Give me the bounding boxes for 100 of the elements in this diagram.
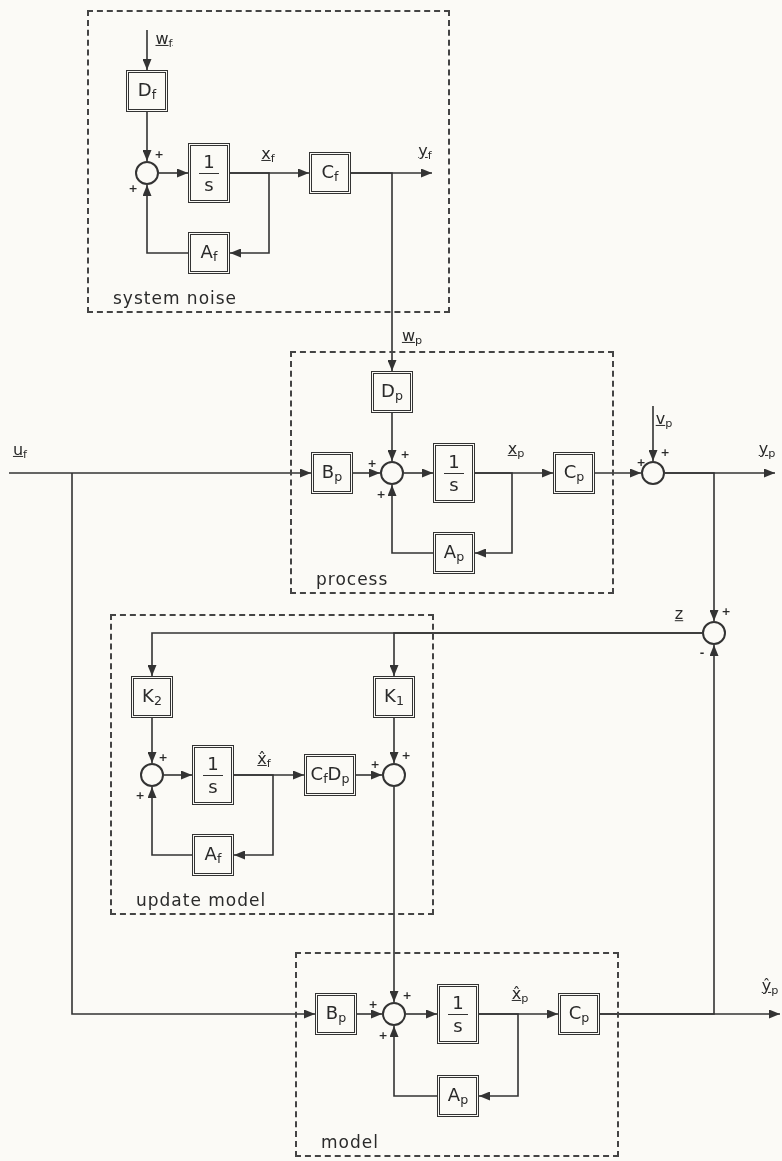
sign-label: + (401, 749, 411, 761)
summing-junction (702, 621, 726, 645)
sign-label: + (135, 789, 145, 801)
signal-arrow (142, 111, 152, 162)
numerator: 1 (199, 152, 219, 174)
signal-arrow (142, 184, 189, 254)
summing-junction (135, 161, 159, 185)
summing-junction (382, 763, 406, 787)
sign-label: + (400, 448, 410, 460)
signal-arrow (142, 29, 152, 71)
transfer-block (192, 834, 234, 876)
numerator: 1 (448, 993, 468, 1015)
transfer-block (558, 993, 600, 1035)
sign-label: + (367, 457, 377, 469)
signal-arrow (389, 717, 399, 764)
signal-arrow (594, 468, 642, 478)
sign-label: + (636, 456, 646, 468)
block-label: A$_{f}$ (200, 242, 218, 264)
numerator: 1 (444, 452, 464, 474)
transfer-block (433, 443, 475, 503)
dashed-group-frame (295, 952, 619, 1157)
transfer-block (304, 754, 356, 796)
sign-label: + (721, 605, 731, 617)
transfer-block (188, 232, 230, 274)
sign-label: - (699, 646, 705, 658)
transfer-block (131, 676, 173, 718)
transfer-block (437, 1075, 479, 1117)
signal-arrow (356, 1009, 383, 1019)
transfer-block (371, 371, 413, 413)
signal-arrow (355, 770, 383, 780)
transfer-block (188, 143, 230, 203)
transfer-block (373, 676, 415, 718)
signal-arrow (474, 472, 513, 558)
sign-label: + (368, 998, 378, 1010)
signal-arrow (599, 1009, 781, 1019)
sign-label: + (370, 758, 380, 770)
signal-label: ŷ$_{p}$ (761, 976, 779, 998)
dashed-group-frame (110, 614, 434, 915)
signal-arrow (478, 1013, 519, 1101)
signal-arrow (389, 632, 703, 677)
block-label: K$_{2}$ (142, 686, 162, 708)
signal-arrow (387, 484, 434, 554)
block-label: B$_{p}$ (325, 1003, 347, 1025)
block-label: K$_{1}$ (384, 686, 404, 708)
block-label: A$_{p}$ (447, 1085, 469, 1107)
transfer-block (315, 993, 357, 1035)
sign-label: + (158, 751, 168, 763)
block-label: B$_{p}$ (321, 462, 343, 484)
transfer-block (309, 152, 351, 194)
signal-arrow (147, 786, 193, 856)
block-label: C$_{f}$D$_{p}$ (310, 764, 350, 786)
signal-arrow (387, 412, 397, 462)
signal-arrow (8, 468, 312, 478)
dashed-group-frame (87, 10, 450, 313)
group-title: process (316, 569, 389, 589)
dashed-group-frame (290, 351, 614, 594)
transfer-block (437, 984, 479, 1044)
signal-arrow (350, 172, 397, 372)
summing-junction (382, 1002, 406, 1026)
signal-arrow (403, 468, 434, 478)
signal-arrow (389, 1025, 438, 1097)
signal-arrow (389, 786, 399, 1003)
sign-label: + (154, 148, 164, 160)
signal-arrow (158, 168, 189, 178)
sign-label: + (128, 182, 138, 194)
signal-label: x̂$_{p}$ (511, 984, 529, 1006)
block-label: D$_{f}$ (137, 80, 157, 102)
denominator: s (204, 173, 214, 194)
signal-arrow (648, 405, 658, 462)
signal-arrow (163, 770, 193, 780)
block-label: A$_{p}$ (443, 542, 465, 564)
denominator: s (453, 1014, 463, 1035)
sign-label: + (660, 446, 670, 458)
signal-arrow (147, 717, 157, 764)
transfer-block (433, 532, 475, 574)
group-title: system noise (113, 288, 238, 308)
signal-arrow (664, 472, 719, 622)
summing-junction (140, 763, 164, 787)
sign-label: + (378, 1029, 388, 1041)
block-label: A$_{f}$ (204, 844, 222, 866)
signal-arrow (352, 468, 381, 478)
block-label: D$_{p}$ (381, 381, 403, 403)
signal-arrow (229, 172, 270, 258)
transfer-block (311, 452, 353, 494)
summing-junction (380, 461, 404, 485)
block-label: C$_{p}$ (563, 462, 585, 484)
block-label: C$_{p}$ (568, 1003, 590, 1025)
signal-arrow (233, 774, 274, 860)
sign-label: + (376, 488, 386, 500)
signal-arrow (405, 1009, 438, 1019)
transfer-block (192, 745, 234, 805)
denominator: s (449, 473, 459, 494)
group-title: update model (136, 890, 267, 910)
sign-label: + (402, 989, 412, 1001)
group-title: model (321, 1132, 379, 1152)
transfer-block (553, 452, 595, 494)
transfer-block (126, 70, 168, 112)
denominator: s (208, 775, 218, 796)
signal-arrow (71, 472, 316, 1019)
block-label: C$_{f}$ (321, 162, 339, 184)
